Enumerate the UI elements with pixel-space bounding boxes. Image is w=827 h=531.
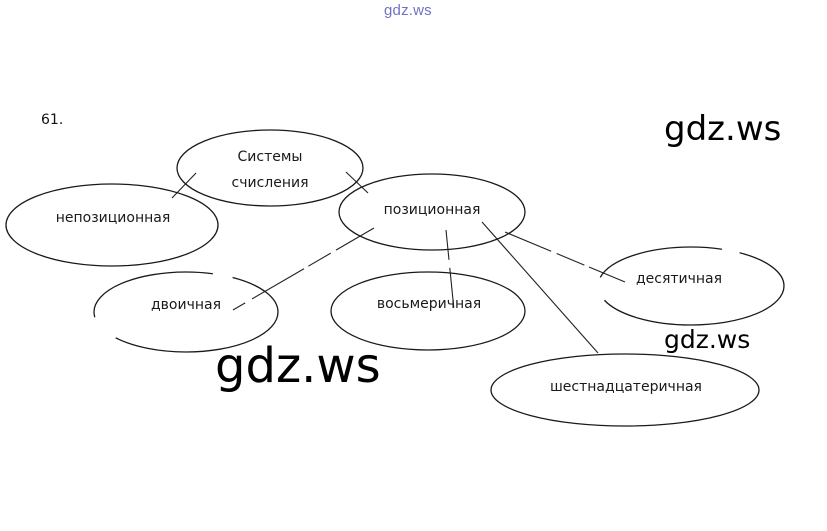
watermark-right-mid: gdz.ws — [664, 325, 751, 354]
watermark-right-top: gdz.ws — [664, 109, 782, 149]
node-binary-label: двоичная — [151, 297, 221, 313]
node-root-label-line2: счисления — [232, 175, 309, 191]
node-hexadecimal-ellipse — [490, 353, 760, 427]
task-number: 61. — [41, 112, 64, 128]
node-root-label-line1: Системы — [238, 149, 303, 165]
node-octal-label: восьмеричная — [377, 296, 481, 312]
node-octal-ellipse — [330, 271, 526, 351]
node-positional-ellipse — [338, 173, 526, 251]
node-decimal-label: десятичная — [636, 271, 722, 287]
node-nonpositional-label: непозиционная — [56, 210, 171, 226]
edge-positional-binary — [232, 227, 375, 311]
watermark-top: gdz.ws — [384, 2, 432, 19]
node-positional-label: позиционная — [384, 202, 481, 218]
edge-positional-octal — [445, 229, 455, 311]
watermark-center: gdz.ws — [215, 338, 381, 394]
node-nonpositional-ellipse — [5, 183, 219, 267]
node-root-ellipse — [176, 129, 364, 207]
node-decimal-ellipse — [597, 246, 785, 326]
node-binary-ellipse — [93, 271, 279, 353]
edge-root-nonpositional — [171, 172, 197, 199]
edge-positional-hexadecimal — [481, 221, 599, 354]
node-hexadecimal-label: шестнадцатеричная — [550, 379, 702, 395]
edge-positional-decimal — [504, 231, 626, 283]
